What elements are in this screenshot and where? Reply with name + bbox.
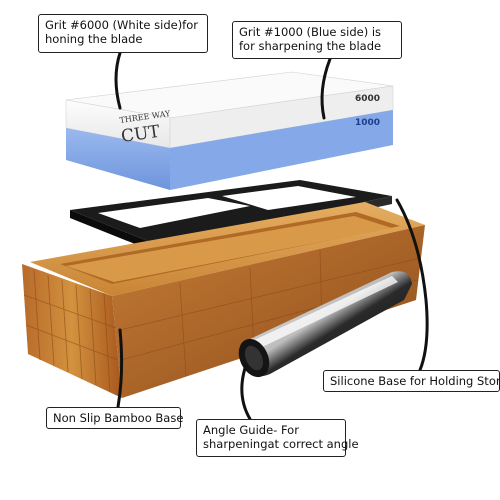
- grit-label-6000: 6000: [355, 94, 380, 104]
- callout-bamboo-base: Non Slip Bamboo Base: [46, 407, 184, 429]
- callout-white-side: Grit #6000 (White side)for honing the bl…: [38, 14, 208, 53]
- angle-guide-body: [244, 271, 412, 377]
- callout-blue-side: Grit #1000 (Blue side) is for sharpening…: [232, 21, 402, 59]
- silicone-frame: [70, 180, 392, 246]
- callout-blue-side-line2: for sharpening the blade: [239, 39, 382, 53]
- leader-silicone-base: [395, 198, 429, 372]
- callout-leader-lines: [114, 51, 429, 421]
- callout-silicone-base-text: Silicone Base for Holding Stone: [330, 374, 500, 388]
- bamboo-base: [22, 202, 425, 398]
- leader-angle-guide: [240, 363, 252, 421]
- leader-bamboo-base: [116, 328, 124, 409]
- callout-blue-side-line1: Grit #1000 (Blue side) is: [239, 25, 382, 39]
- bamboo-base-side: [112, 225, 425, 398]
- callout-white-side-line2: honing the blade: [45, 32, 143, 46]
- callout-silicone-base: Silicone Base for Holding Stone: [323, 370, 500, 392]
- callout-angle-guide-line2: sharpeningat correct angle: [203, 437, 359, 451]
- leader-white-side: [114, 51, 122, 110]
- whetstone-blue-layer-side: [170, 110, 393, 190]
- leader-blue-side: [320, 57, 332, 120]
- callout-bamboo-base-text: Non Slip Bamboo Base: [53, 411, 184, 425]
- grit-label-1000: 1000: [355, 118, 380, 128]
- whetstone: THREE WAY CUT 6000 1000: [65, 71, 394, 190]
- whetstone-blue-layer-front: [66, 128, 170, 190]
- callout-angle-guide: Angle Guide- For sharpeningat correct an…: [196, 419, 359, 457]
- callout-angle-guide-line1: Angle Guide- For: [203, 423, 299, 437]
- callout-white-side-line1: Grit #6000 (White side)for: [45, 18, 198, 32]
- bamboo-base-front: [22, 264, 122, 398]
